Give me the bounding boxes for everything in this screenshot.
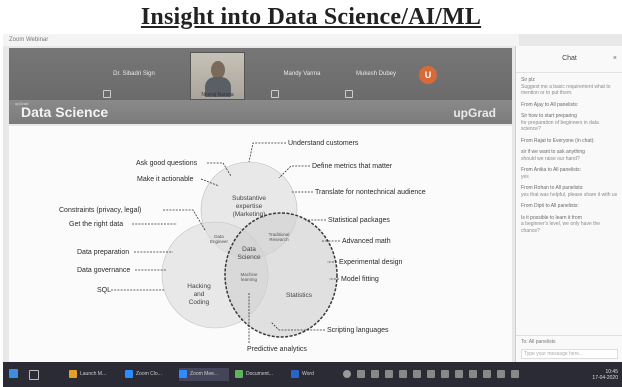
annotation-right: Experimental design bbox=[339, 259, 403, 266]
screenshot: Zoom Webinar Dr. Sibadri Sign Neeraj Nar… bbox=[3, 34, 622, 387]
tray-icons[interactable] bbox=[343, 368, 543, 381]
page-heading: Insight into Data Science/AI/ML bbox=[140, 4, 482, 30]
avatar[interactable]: U bbox=[419, 66, 437, 84]
expertise-label: Substantive bbox=[232, 195, 266, 202]
connector bbox=[248, 142, 286, 163]
annotation-left: Make it actionable bbox=[137, 176, 194, 183]
chat-message: From Anika to All panelists:yes bbox=[521, 167, 582, 180]
mic-icon bbox=[271, 90, 279, 98]
coding-label: Hacking bbox=[187, 283, 211, 290]
taskbar-app[interactable]: Word bbox=[291, 368, 331, 381]
chat-footer: To: All panelists Type your message here… bbox=[516, 335, 622, 362]
participant-name: Dr. Sibadri Sign bbox=[113, 71, 155, 77]
coding-label: and bbox=[194, 291, 205, 298]
participant-name: Neeraj Naruka bbox=[201, 92, 234, 98]
mic-icon bbox=[345, 90, 353, 98]
annotation-right: Define metrics that matter bbox=[312, 163, 393, 170]
data-engineer-label: Engineer bbox=[210, 239, 229, 244]
annotation-bottom: Predictive analytics bbox=[247, 346, 307, 353]
participant-tile[interactable]: Mukesh Dubey bbox=[341, 52, 411, 100]
coding-label: Coding bbox=[189, 299, 210, 306]
connector bbox=[163, 209, 206, 231]
connector bbox=[270, 321, 325, 331]
participant-name: Mukesh Dubey bbox=[355, 71, 397, 77]
task-view-icon[interactable] bbox=[29, 368, 41, 381]
connector bbox=[278, 165, 310, 179]
slide-title: Data Science bbox=[21, 104, 109, 120]
annotation-right: Model fitting bbox=[341, 276, 379, 283]
slide-content: Substantive expertise (Marketing) Data E… bbox=[9, 126, 512, 362]
research-label: Traditional bbox=[269, 232, 290, 237]
participant-video[interactable]: Neeraj Naruka bbox=[190, 52, 245, 100]
clock[interactable]: 10:45 17-04-2020 bbox=[592, 369, 618, 381]
person-head bbox=[211, 61, 225, 79]
annotation-left: Data preparation bbox=[77, 249, 129, 256]
close-icon[interactable]: × bbox=[612, 55, 617, 62]
taskbar-app[interactable]: Zoom Clo... bbox=[125, 368, 175, 381]
machine-learning-label: learning bbox=[241, 277, 258, 282]
expertise-label: expertise bbox=[236, 203, 263, 210]
data-science-label: Data bbox=[242, 246, 256, 253]
video-strip: Dr. Sibadri Sign Neeraj Naruka Mandy Var… bbox=[9, 48, 512, 106]
expertise-label: (Marketing) bbox=[233, 211, 266, 218]
taskbar-app[interactable]: Launch M... bbox=[69, 368, 119, 381]
chat-message: From Dipti to All panelists: bbox=[521, 203, 579, 209]
window-title: Zoom Webinar bbox=[3, 34, 519, 46]
slide-tag: upGrad bbox=[15, 101, 29, 106]
annotation-left: SQL bbox=[97, 287, 111, 294]
taskbar-app[interactable]: Document... bbox=[235, 368, 285, 381]
data-engineer-label: Data bbox=[214, 234, 224, 239]
venn-diagram: Substantive expertise (Marketing) Data E… bbox=[59, 140, 426, 353]
statistics-label: Statistics bbox=[286, 292, 313, 299]
annotation-left: Ask good questions bbox=[136, 160, 198, 167]
annotation-right: Translate for nontechnical audience bbox=[315, 189, 426, 196]
chat-input[interactable]: Type your message here... bbox=[521, 349, 618, 359]
chat-message: From Rajat to Everyone (in chat): bbox=[521, 137, 595, 144]
participant-name: Mandy Varma bbox=[283, 71, 321, 77]
mic-icon bbox=[103, 90, 111, 98]
chat-recipient-select[interactable]: To: All panelists bbox=[521, 339, 556, 345]
machine-learning-label: Machine bbox=[240, 272, 258, 277]
chat-header: Chat × bbox=[516, 46, 622, 73]
annotation-left: Data governance bbox=[77, 267, 130, 274]
connector bbox=[207, 162, 232, 177]
person-body bbox=[205, 77, 231, 97]
annotation-right: Statistical packages bbox=[328, 217, 390, 224]
taskbar: Launch M... Zoom Clo... Zoom Mee... Docu… bbox=[3, 362, 622, 387]
annotation-right: Scripting languages bbox=[327, 327, 389, 334]
slide-header: upGrad Data Science upGrad bbox=[9, 100, 512, 124]
annotation-right: Understand customers bbox=[288, 140, 359, 147]
participant-tile[interactable]: Mandy Varma bbox=[267, 52, 337, 100]
data-science-label: Science bbox=[237, 254, 261, 261]
research-label: Research bbox=[269, 237, 289, 242]
chat-title: Chat bbox=[562, 55, 577, 62]
chat-message: From Ajay to All panelists: bbox=[521, 101, 579, 108]
brand-logo: upGrad bbox=[453, 106, 496, 120]
statistics-circle bbox=[224, 212, 338, 338]
annotation-right: Advanced math bbox=[342, 238, 391, 245]
chat-message: From Rohan to All panelists:yes that was… bbox=[521, 185, 618, 198]
annotation-left: Get the right data bbox=[69, 221, 123, 228]
windows-start-icon[interactable] bbox=[9, 368, 21, 381]
participant-tile[interactable]: Dr. Sibadri Sign bbox=[99, 52, 169, 100]
connector bbox=[200, 178, 220, 187]
annotation-left: Constraints (privacy, legal) bbox=[59, 207, 141, 214]
taskbar-app[interactable]: Zoom Mee... bbox=[179, 368, 229, 381]
